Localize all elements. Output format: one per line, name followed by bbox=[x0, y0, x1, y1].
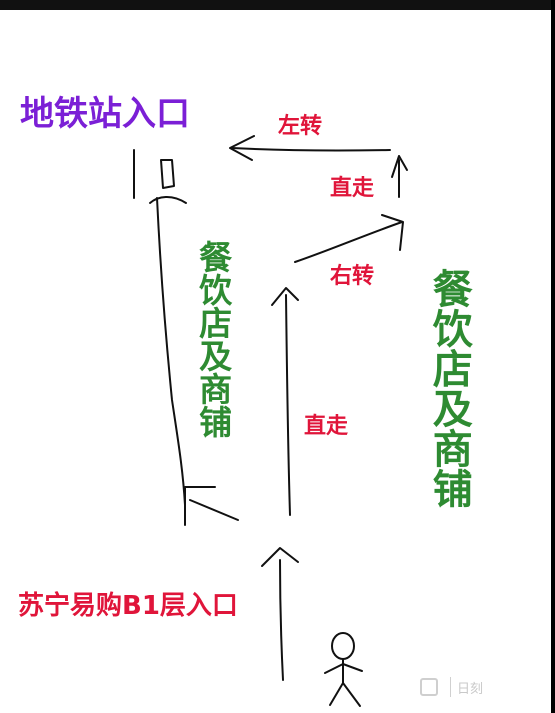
lower-wall-corner bbox=[184, 486, 216, 526]
lower-wall-diagonal bbox=[189, 499, 239, 521]
suning-b1-entrance-label: 苏宁易购B1层入口 bbox=[18, 591, 238, 621]
go-straight-top-label: 直走 bbox=[330, 176, 375, 201]
metro-door-tick bbox=[149, 196, 187, 204]
person-head bbox=[331, 632, 355, 660]
right-turn-arrow-shaft bbox=[294, 221, 403, 263]
left-turn-arrow-shaft bbox=[231, 147, 391, 152]
turn-left-label: 左转 bbox=[278, 114, 323, 139]
metro-door-frame bbox=[160, 159, 175, 189]
left-turn-arrow-head bbox=[229, 135, 255, 161]
watermark-right-text: 日刻 bbox=[457, 681, 484, 697]
top-frame-bar bbox=[0, 0, 555, 10]
right-frame-bar bbox=[551, 0, 555, 713]
watermark: 日刻 bbox=[420, 672, 550, 702]
person-arms bbox=[324, 663, 363, 674]
straight-top-arrow-head bbox=[391, 155, 408, 178]
straight-mid-arrow-head bbox=[271, 287, 299, 306]
person-legs bbox=[329, 682, 361, 707]
right-turn-arrow-head bbox=[381, 214, 404, 251]
watermark-divider bbox=[450, 677, 451, 697]
metro-entrance-label: 地铁站入口 bbox=[20, 94, 190, 134]
watermark-logo-icon bbox=[420, 678, 438, 696]
turn-right-label: 右转 bbox=[330, 264, 375, 289]
dining-shops-left-label: 餐饮店及商铺 bbox=[193, 240, 233, 438]
straight-mid-arrow-shaft bbox=[285, 294, 291, 516]
bottom-arrow-head bbox=[261, 547, 299, 567]
bottom-arrow-shaft bbox=[279, 559, 284, 681]
go-straight-mid-label: 直走 bbox=[304, 414, 349, 439]
left-wall-line bbox=[156, 197, 186, 506]
dining-shops-right-label: 餐饮店及商铺 bbox=[425, 268, 472, 508]
